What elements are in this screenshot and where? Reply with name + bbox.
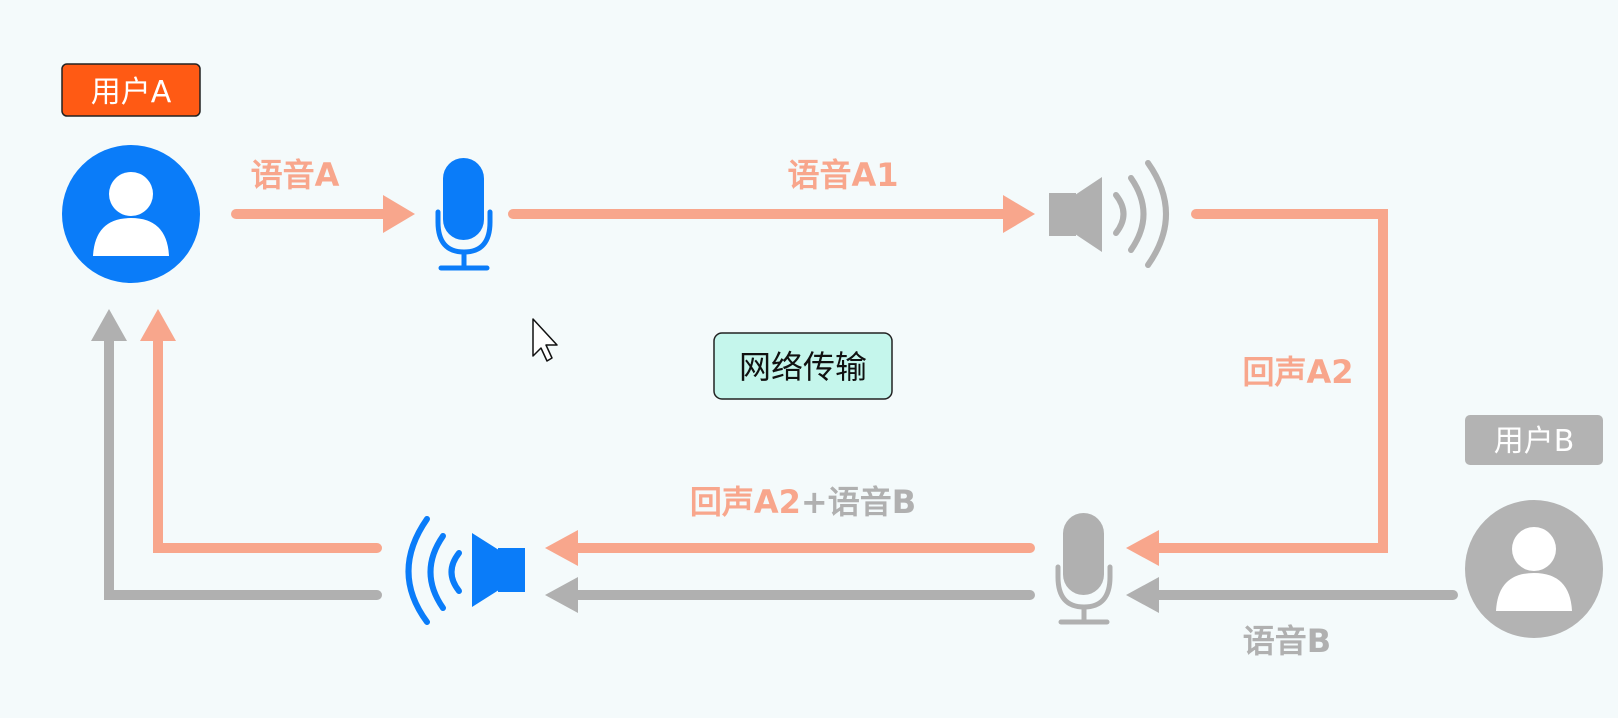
network-box: 网络传输	[713, 332, 893, 400]
speaker-icon	[405, 516, 525, 625]
edge-label-voice-a1: 语音A1	[787, 156, 898, 194]
microphone-icon	[435, 158, 493, 271]
user-b-tag: 用户B	[1465, 415, 1603, 465]
arrow-voice-a1	[508, 195, 1035, 233]
arrow-return-voice-b	[91, 309, 382, 600]
user-b-label: 用户B	[1494, 424, 1575, 459]
edge-label-voice-b: 语音B	[1243, 622, 1331, 660]
user-b-avatar-icon	[1465, 500, 1603, 638]
edge-label-voice-a: 语音A	[251, 156, 340, 194]
arrow-voice-a	[231, 195, 415, 233]
edge-label-mixed-echo: 回声A2	[690, 483, 801, 521]
edge-label-mixed: 回声A2+语音B	[690, 483, 916, 521]
speaker-icon	[1049, 160, 1169, 268]
user-a-tag: 用户A	[61, 63, 201, 117]
arrow-mixed-echo	[545, 530, 1035, 566]
arrow-echo-a2	[1126, 209, 1388, 566]
edge-label-echo-a2: 回声A2	[1242, 353, 1353, 391]
arrow-return-echo	[140, 309, 382, 553]
network-label: 网络传输	[739, 348, 867, 386]
user-a-label: 用户A	[91, 75, 172, 110]
arrow-mixed-voice-b	[545, 577, 1035, 613]
arrow-voice-b	[1126, 577, 1458, 613]
edge-label-mixed-voice: +语音B	[801, 483, 916, 521]
user-a-avatar-icon	[62, 145, 200, 283]
mouse-cursor-icon	[532, 318, 558, 362]
microphone-icon	[1055, 513, 1113, 625]
